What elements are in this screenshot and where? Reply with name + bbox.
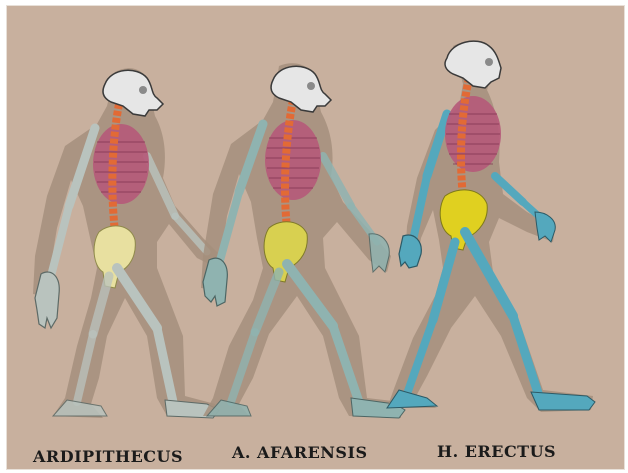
erectus-hand — [399, 235, 421, 268]
afarensis-eye-socket — [307, 82, 315, 90]
ardipithecus-eye-socket — [139, 86, 147, 94]
ardipithecus-back-foot — [53, 400, 107, 416]
erectus-skull — [445, 41, 501, 88]
afarensis-far-hand — [369, 234, 389, 272]
illustration-panel: ARDIPITHECUS A. AFARENSIS H. ERECTUS — [6, 5, 625, 470]
label-ardipithecus: ARDIPITHECUS — [33, 447, 183, 466]
erectus-front-foot — [531, 392, 595, 410]
afarensis-figure — [201, 63, 405, 418]
ardipithecus-figure — [33, 68, 221, 418]
erectus-figure — [387, 41, 595, 412]
erectus-eye-socket — [485, 58, 493, 66]
hominin-evolution-illustration — [7, 6, 624, 469]
label-afarensis: A. AFARENSIS — [232, 443, 368, 462]
label-erectus: H. ERECTUS — [437, 442, 556, 461]
